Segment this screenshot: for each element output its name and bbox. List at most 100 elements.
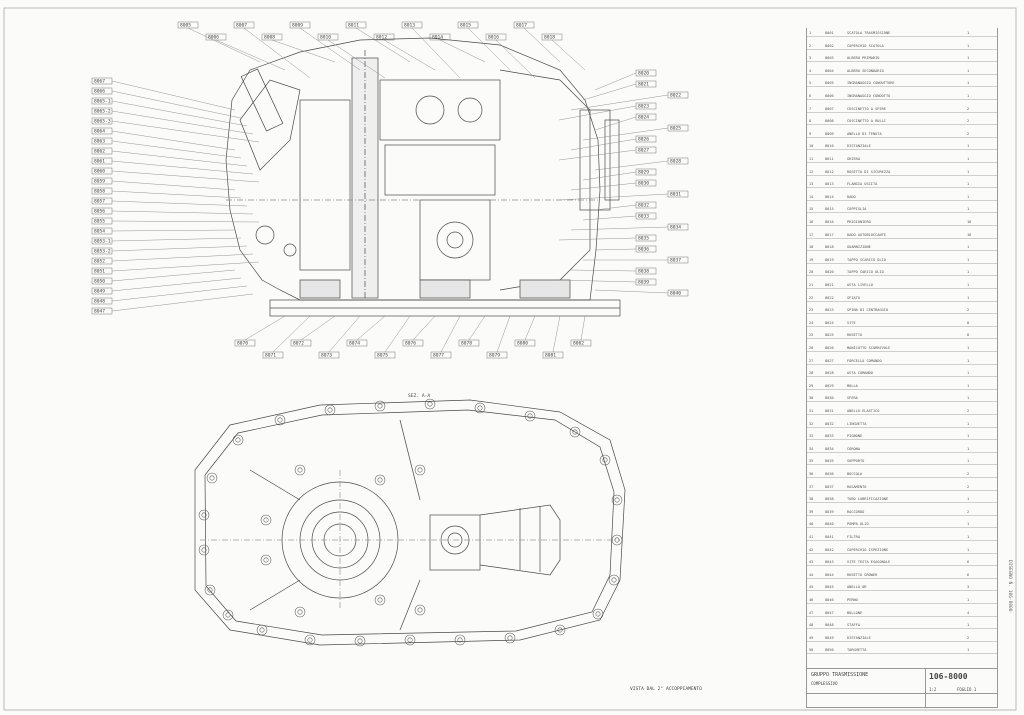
parts-cell-q: 2 [967,484,970,489]
parts-cell-c: 8029 [825,383,834,388]
leader-line [111,80,236,111]
callout-box [458,339,480,347]
callout-box [91,247,113,255]
leader-line [570,138,637,151]
parts-cell-d: PERNO [847,598,858,602]
parts-cell-n: 49 [809,635,814,640]
callout-box [91,107,113,115]
leader-line [594,72,637,91]
callout-box [667,91,689,99]
parts-cell-q: 2 [967,409,970,413]
title-block-title: GRUPPO TRASMISSIONE [811,672,869,678]
leader-line [111,130,236,151]
callout-label: 8070 [237,341,248,347]
parts-cell-d: DADO AUTOBLOCCANTE [847,232,886,237]
callout-label: 8006 [208,35,219,41]
scale-label: 1:2 [929,687,937,692]
callout-label: 8077 [433,353,444,359]
parts-cell-q: 1 [967,522,970,527]
parts-cell-c: 8046 [825,598,834,602]
callout-label: 8065-1 [94,99,111,105]
bolt-hole-inner [277,417,283,423]
parts-cell-n: 9 [809,131,812,136]
bolt-hole-inner [417,467,423,473]
bolt-hole-inner [201,512,207,518]
bolt-hole [414,604,426,616]
callout-box [514,339,536,347]
leader-line [570,269,637,272]
parts-cell-c: 8043 [825,560,834,565]
parts-cell-q: 1 [967,371,970,376]
parts-cell-c: 8048 [825,623,834,628]
parts-cell-n: 21 [809,283,814,287]
parts-cell-n: 12 [809,169,814,174]
parts-cell-d: ASTA COMANDO [847,371,873,376]
parts-cell-q: 1 [967,358,970,363]
leader-line [111,245,248,252]
parts-cell-d: DADO [847,194,856,199]
title-block-subtitle: COMPLESSIVO [811,681,838,686]
parts-cell-c: 8041 [825,535,834,539]
callout-box [234,339,256,347]
leader-line [558,105,637,121]
parts-cell-c: 8036 [825,472,834,476]
leader-line [111,269,236,282]
leader-line [299,27,361,71]
leader-line [111,160,254,175]
callout-box [485,33,507,41]
parts-cell-c: 8015 [825,207,834,212]
parts-cell-d: FLANGIA USCITA [847,182,878,187]
parts-cell-c: 8027 [825,358,834,363]
callout-label: 8033 [638,214,649,220]
leader-line [111,277,242,292]
leader-line [594,248,637,251]
callout-label: 8057 [94,199,105,205]
bolt-hole [611,494,623,506]
callout-label: 8028 [670,159,681,165]
bolt-hole [206,472,218,484]
parts-cell-n: 13 [809,182,814,187]
parts-cell-q: 1 [967,346,970,350]
parts-cell-c: 8008 [825,119,834,124]
callout-label: 8005 [180,23,191,29]
leader-line [384,315,411,353]
bolt-hole-inner [297,609,303,615]
bolt-hole [611,534,623,546]
leader-line [468,315,486,341]
parts-cell-q: 1 [967,56,970,61]
leader-line [523,27,561,63]
leader-line [580,315,586,341]
leader-line [111,237,242,242]
bolt-hole [374,474,386,486]
callout-label: 8015 [460,23,471,29]
parts-cell-d: CUSCINETTO A SFERE [847,106,886,111]
bolt-hole-inner [527,413,533,419]
callout-label: 8079 [489,353,500,359]
parts-cell-n: 15 [809,207,814,212]
parts-cell-c: 8012 [825,169,834,174]
leader-line [244,315,286,341]
parts-cell-q: 1 [967,270,970,275]
leader-line [552,315,561,353]
leader-line [558,279,637,283]
parts-cell-n: 1 [809,31,812,35]
callout-label: 8035 [638,236,649,242]
parts-cell-c: 8026 [825,346,834,350]
parts-cell-c: 8038 [825,497,834,502]
callout-box [457,21,479,29]
bolt-hole [304,634,316,646]
callout-label: 8074 [349,341,360,347]
callout-label: 8030 [638,181,649,187]
leader-line [496,315,511,353]
parts-cell-n: 20 [809,270,814,275]
parts-cell-q: 1 [967,648,970,653]
